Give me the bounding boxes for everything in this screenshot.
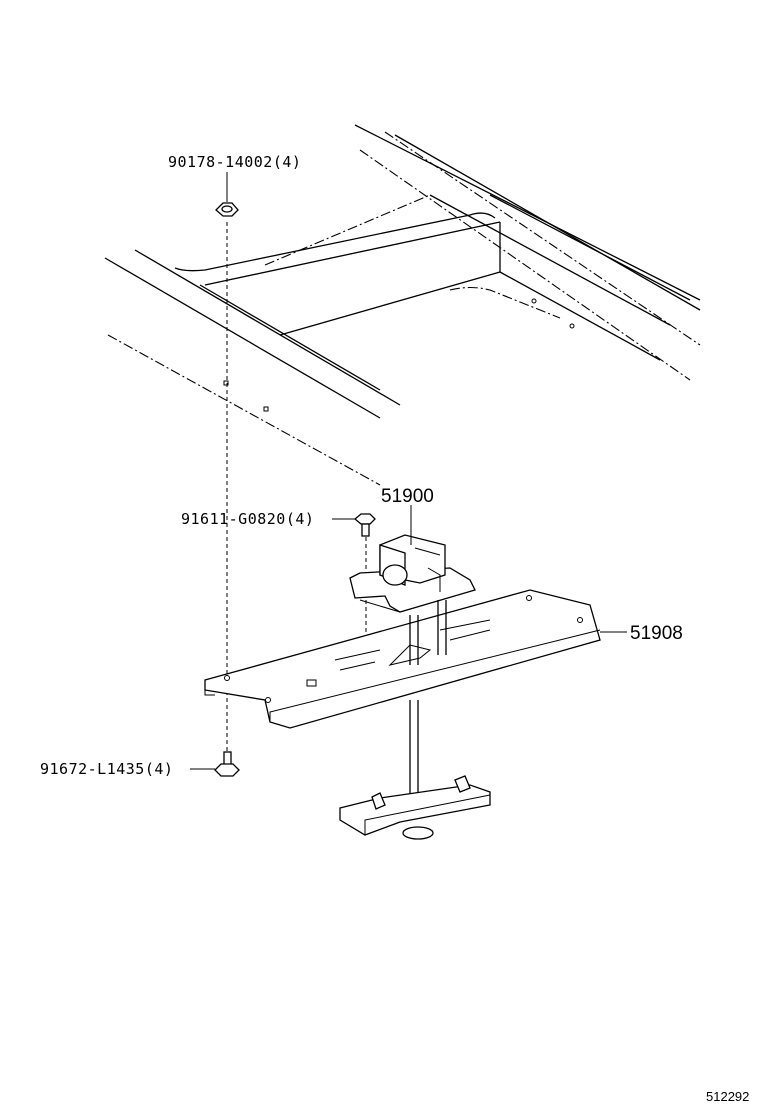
flange-bolt-icon — [353, 513, 376, 537]
part-label-nut-top: 90178-14002(4) — [168, 153, 301, 171]
carrier-winch-body — [349, 534, 476, 613]
carrier-chain — [409, 600, 447, 795]
carrier-bracket-plate — [204, 589, 601, 729]
tire-hanger — [339, 775, 491, 840]
part-label-bolt-bottom: 91672-L1435(4) — [40, 760, 173, 778]
part-label-carrier-bracket: 51908 — [630, 623, 683, 644]
hex-bolt-icon — [214, 751, 240, 777]
flange-nut-icon — [215, 202, 239, 217]
part-label-bolt-mid: 91611-G0820(4) — [181, 510, 314, 528]
figure-number: 512292 — [706, 1089, 749, 1104]
part-label-carrier-assy: 51900 — [381, 486, 434, 507]
vehicle-frame — [104, 124, 701, 486]
